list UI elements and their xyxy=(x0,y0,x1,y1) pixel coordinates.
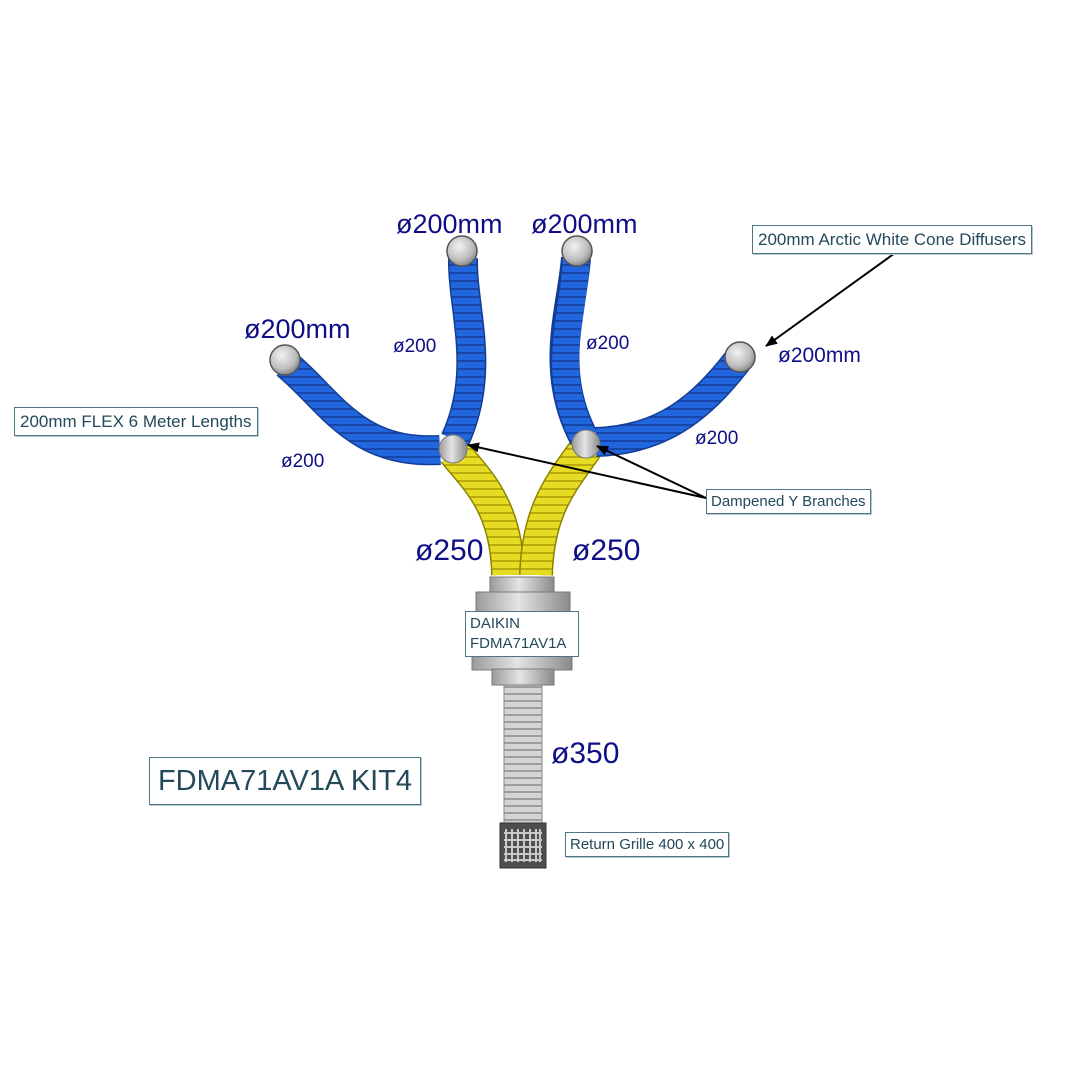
callout-y-branches: Dampened Y Branches xyxy=(706,489,871,514)
unit-label-box: DAIKIN FDMA71AV1A xyxy=(465,611,579,657)
branch-duct-250-left xyxy=(440,441,525,576)
dimension-duct-2: ø200 xyxy=(393,336,437,357)
arrow-y-branch-left xyxy=(467,442,707,499)
unit-model: FDMA71AV1A xyxy=(470,635,567,652)
y-branch-right-icon xyxy=(571,429,601,459)
diffuser-icon-3 xyxy=(561,235,593,267)
dimension-duct-1: ø200 xyxy=(281,451,325,472)
indoor-unit xyxy=(471,576,573,686)
dimension-outlet-3: ø200mm xyxy=(531,209,638,239)
dimension-duct-3: ø200 xyxy=(586,333,630,354)
flex-duct-200-1 xyxy=(276,352,441,466)
flex-duct-200-4 xyxy=(595,350,750,457)
flex-duct-200-2 xyxy=(441,257,487,447)
flex-duct-200-3 xyxy=(549,256,598,446)
callout-return-grille: Return Grille 400 x 400 xyxy=(565,832,730,857)
branch-duct-250-right xyxy=(519,438,601,576)
dimension-duct-4: ø200 xyxy=(695,428,739,449)
dimension-branch-left: ø250 xyxy=(415,534,484,567)
callout-diffusers: 200mm Arctic White Cone Diffusers xyxy=(752,225,1032,254)
arrow-y-branch-right xyxy=(596,445,707,499)
return-duct xyxy=(503,683,543,825)
unit-brand: DAIKIN xyxy=(470,615,521,632)
dimension-return-duct: ø350 xyxy=(551,737,620,770)
y-branch-left-icon xyxy=(438,434,468,464)
return-grille-icon xyxy=(499,822,547,869)
arrow-diffusers xyxy=(765,252,896,347)
diffuser-icon-4 xyxy=(724,341,756,373)
dimension-outlet-2: ø200mm xyxy=(396,209,503,239)
diffuser-icon-1 xyxy=(269,344,301,376)
callout-flex: 200mm FLEX 6 Meter Lengths xyxy=(14,407,258,436)
dimension-branch-right: ø250 xyxy=(572,534,641,567)
kit-title: FDMA71AV1A KIT4 xyxy=(149,757,421,805)
dimension-outlet-1: ø200mm xyxy=(244,314,351,344)
diffuser-icon-2 xyxy=(446,235,478,267)
dimension-outlet-4: ø200mm xyxy=(778,344,861,367)
